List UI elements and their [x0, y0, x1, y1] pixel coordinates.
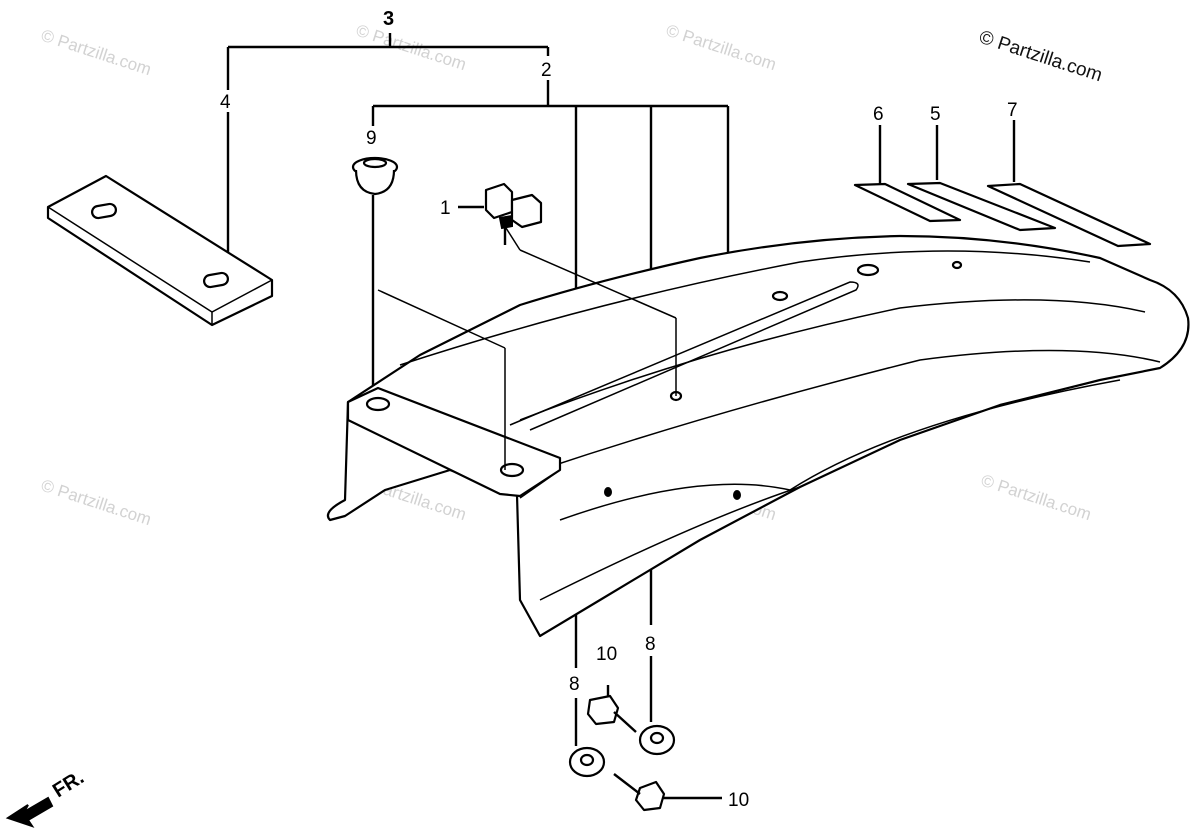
rear-fender	[326, 234, 1190, 638]
callout-1: 1	[440, 198, 451, 219]
callout-9: 9	[366, 128, 377, 149]
callout-10-lower: 10	[728, 790, 749, 811]
callout-8-right: 8	[645, 634, 656, 655]
emblem-strips	[853, 181, 1152, 248]
watermark-1: © Partzilla.com	[39, 26, 154, 79]
callout-4: 4	[220, 92, 231, 113]
watermark-7: © Partzilla.com	[979, 471, 1094, 524]
watermark-4: © Partzilla.com	[39, 476, 154, 529]
callout-8-left: 8	[569, 674, 580, 695]
connector-part	[484, 182, 543, 251]
callout-6: 6	[873, 104, 884, 125]
callout-7: 7	[1007, 100, 1018, 121]
front-label: FR.	[49, 767, 88, 803]
copyright-text: © Partzilla.com	[976, 27, 1104, 87]
callout-3: 3	[383, 8, 394, 30]
callout-2: 2	[541, 60, 552, 81]
callout-10-upper: 10	[596, 644, 617, 665]
plate-part	[46, 174, 274, 327]
callout-5: 5	[930, 104, 941, 125]
front-arrow-icon	[5, 796, 54, 828]
hardware-parts	[568, 694, 676, 812]
watermark-3: © Partzilla.com	[664, 21, 779, 74]
callout-numbers: 3 2 4 9 1 6 5 7 8 8 10 10	[220, 8, 1018, 811]
grommet-part	[351, 156, 399, 196]
